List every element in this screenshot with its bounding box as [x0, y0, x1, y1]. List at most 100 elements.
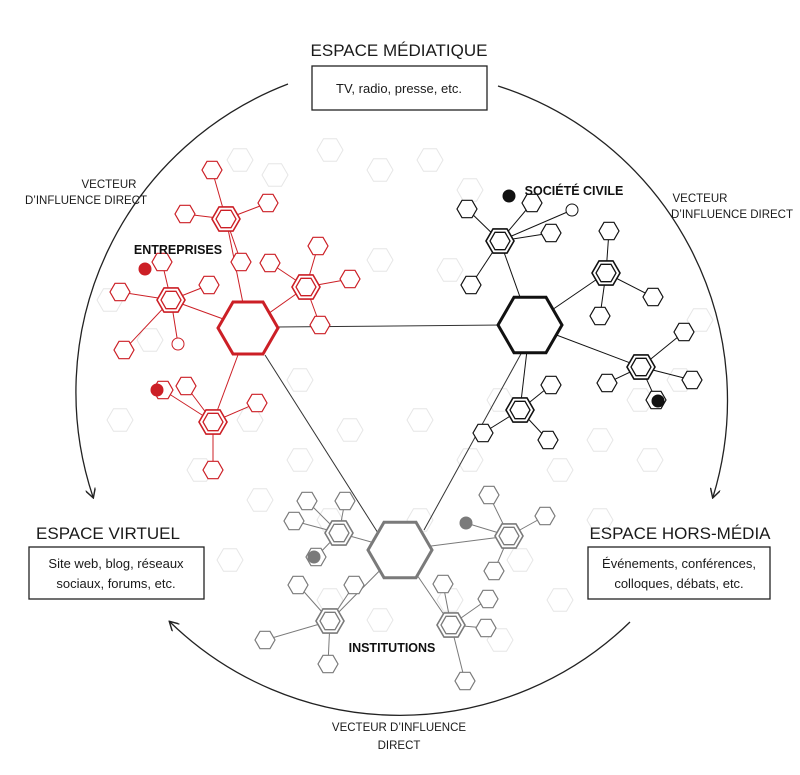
ins-dot-2: [307, 550, 321, 564]
soc-c3-node-0: [673, 322, 695, 342]
ent-c3-node-3: [151, 252, 173, 272]
bg-hex-27: [686, 308, 714, 332]
ent-c3-node-0: [109, 282, 131, 302]
ent-c2-node-0: [307, 236, 329, 256]
bg-hex-14: [136, 328, 164, 352]
ins-c4-hub-inner: [440, 615, 462, 635]
ent-dot-filled-1: [138, 262, 152, 276]
ins-c4-node-2: [454, 671, 476, 691]
espace-virtuel-box: [28, 546, 205, 600]
ent-c4-node-1: [246, 393, 268, 413]
arrow-right-arc: [497, 85, 729, 497]
soc-c1-node-1: [460, 275, 482, 295]
ins-c3-node-3: [343, 575, 365, 595]
ins-c3-node-1: [254, 630, 276, 650]
ins-c3-node-0: [287, 575, 309, 595]
bg-hex-3: [366, 158, 394, 182]
bg-hex-1: [261, 163, 289, 187]
soc-c2-node-2: [589, 306, 611, 326]
bg-hex-13: [626, 388, 654, 412]
bg-hex-25: [286, 368, 314, 392]
ent-c3-hub-inner: [160, 290, 182, 310]
espace-virtuel-title: ESPACE VIRTUEL: [36, 524, 180, 543]
ent-c1-node-2: [257, 193, 279, 213]
soc-c1-node-3: [521, 193, 543, 213]
bg-hex-24: [636, 448, 664, 472]
espace-virtuel-content-2: sociaux, forums, etc.: [56, 576, 175, 591]
label-entreprises: ENTREPRISES: [134, 243, 222, 257]
soc-c4-hub-inner: [509, 400, 531, 420]
bg-hex-19: [366, 608, 394, 632]
soc-c3-hub-inner: [630, 357, 652, 377]
bg-hex-0: [226, 148, 254, 172]
ent-c2-hub-inner: [295, 277, 317, 297]
ent-dot-filled-2: [150, 383, 164, 397]
ent-c4-node-0: [175, 376, 197, 396]
network-entreprises: [109, 160, 361, 480]
soc-c3-node-2: [681, 370, 703, 390]
espace-mediatique-box: [311, 65, 488, 111]
ent-c3-node-1: [113, 340, 135, 360]
ins-main-hub: [366, 520, 434, 580]
bg-hex-7: [286, 448, 314, 472]
ins-c1-node-2: [334, 491, 356, 511]
label-institutions: INSTITUTIONS: [349, 641, 436, 655]
ins-c2-hub-inner: [498, 526, 520, 546]
ent-c1-node-1: [174, 204, 196, 224]
bg-hex-30: [216, 548, 244, 572]
arrow-bottom-arc: [170, 622, 631, 717]
vector-bottom-line1: VECTEUR D’INFLUENCE: [332, 722, 467, 734]
soc-c2-node-0: [598, 221, 620, 241]
bg-hex-23: [586, 508, 614, 532]
ins-c1-hub-inner: [328, 523, 350, 543]
vector-right-line1: VECTEUR: [673, 193, 728, 205]
bg-hex-31: [506, 548, 534, 572]
soc-c4-node-0: [540, 375, 562, 395]
soc-c2-node-1: [642, 287, 664, 307]
soc-c1-node-0: [456, 199, 478, 219]
ent-c1-hub-inner: [215, 209, 237, 229]
ins-c3-hub-inner: [319, 611, 341, 631]
bg-hex-28: [666, 368, 694, 392]
ent-c2-node-1: [259, 253, 281, 273]
soc-dot-filled-1: [502, 189, 516, 203]
bg-hex-22: [546, 588, 574, 612]
background-hex-pattern: [96, 138, 714, 652]
soc-c4-node-1: [472, 423, 494, 443]
bg-hex-32: [406, 508, 434, 532]
bg-hex-4: [416, 148, 444, 172]
ins-c1-node-1: [283, 511, 305, 531]
ent-c2-node-3: [309, 315, 331, 335]
espace-hors-media-title: ESPACE HORS-MÉDIA: [589, 524, 771, 543]
soc-c1-dotlink-0: [499, 209, 573, 242]
soc-c3-node-1: [596, 373, 618, 393]
ent-c1-node-3: [230, 252, 252, 272]
espace-hors-media-box: [587, 546, 771, 600]
bg-hex-8: [336, 418, 364, 442]
bg-hex-5: [456, 178, 484, 202]
bg-hex-21: [486, 628, 514, 652]
ent-main-hub: [216, 300, 280, 356]
bg-hex-2: [316, 138, 344, 162]
arrow-left-arc: [75, 83, 289, 497]
bg-hex-12: [586, 428, 614, 452]
espace-hors-media-content-2: colloques, débats, etc.: [614, 576, 743, 591]
ent-c1-node-0: [201, 160, 223, 180]
vector-left-line1: VECTEUR: [82, 179, 137, 191]
ent-dot-open-1: [171, 337, 185, 351]
bg-hex-15: [106, 408, 134, 432]
network-institutions: [254, 485, 556, 691]
ins-dot-1: [459, 516, 473, 530]
label-societe-civile: SOCIÉTÉ CIVILE: [525, 183, 624, 198]
vector-left-line2: D’INFLUENCE DIRECT: [25, 195, 147, 207]
espace-hors-media-content-1: Événements, conférences,: [602, 556, 756, 571]
soc-dot-filled-2: [651, 394, 665, 408]
bg-hex-20: [436, 588, 464, 612]
soc-c2-hub-inner: [595, 263, 617, 283]
espace-mediatique-title: ESPACE MÉDIATIQUE: [311, 41, 488, 60]
ins-c1-node-0: [296, 491, 318, 511]
ent-c4-hub-inner: [202, 412, 224, 432]
bg-hex-9: [406, 408, 434, 432]
bg-hex-11: [546, 458, 574, 482]
